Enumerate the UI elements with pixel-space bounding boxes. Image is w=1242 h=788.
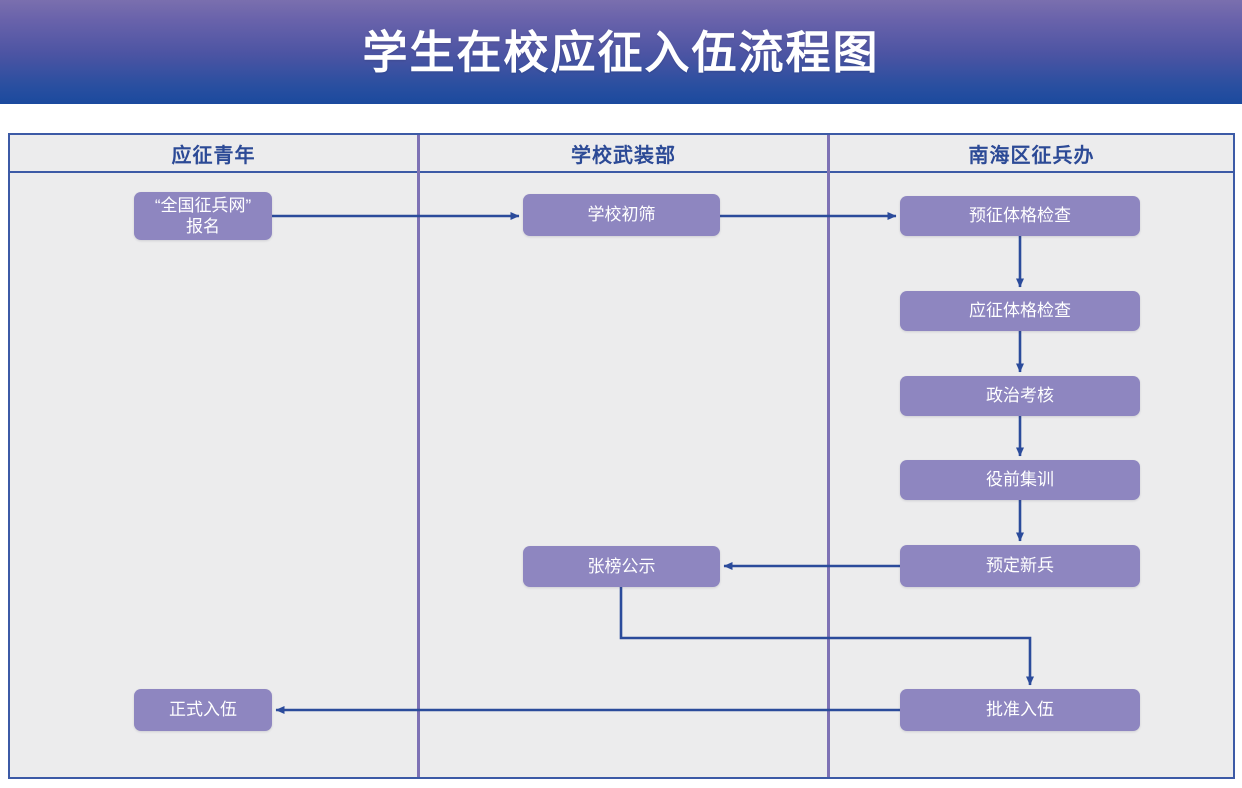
column-header-youth: 应征青年 — [171, 144, 256, 167]
node-recruit-label: 预定新兵 — [986, 556, 1054, 576]
node-political-review[interactable]: 政治考核 — [900, 376, 1140, 416]
node-register-line1: “全国征兵网” — [154, 195, 252, 215]
node-training-label: 役前集训 — [986, 470, 1054, 490]
node-pre-physical-exam[interactable]: 预征体格检查 — [900, 196, 1140, 236]
title-banner: 学生在校应征入伍流程图 — [0, 0, 1242, 104]
column-divider-2 — [827, 135, 830, 777]
node-designated-recruit[interactable]: 预定新兵 — [900, 545, 1140, 587]
node-register-line2: 报名 — [185, 217, 220, 236]
swimlane-header-row: 应征青年 学校武装部 南海区征兵办 — [10, 135, 1233, 173]
node-physical-exam[interactable]: 应征体格检查 — [900, 291, 1140, 331]
column-header-office: 南海区征兵办 — [968, 144, 1095, 167]
node-approve-label: 批准入伍 — [986, 700, 1054, 720]
node-screen-label: 学校初筛 — [587, 205, 656, 225]
node-prephys-label: 预征体格检查 — [969, 206, 1071, 226]
node-enlist-label: 正式入伍 — [169, 700, 237, 720]
node-public-announcement[interactable]: 张榜公示 — [523, 546, 720, 587]
node-publicity-label: 张榜公示 — [587, 556, 656, 576]
node-school-screening[interactable]: 学校初筛 — [523, 194, 720, 236]
column-header-school: 学校武装部 — [571, 144, 676, 167]
node-official-enlistment[interactable]: 正式入伍 — [134, 689, 272, 731]
node-approve-enlistment[interactable]: 批准入伍 — [900, 689, 1140, 731]
node-register[interactable]: “全国征兵网” 报名 — [134, 192, 272, 240]
node-pre-service-training[interactable]: 役前集训 — [900, 460, 1140, 500]
node-physical-label: 应征体格检查 — [969, 301, 1071, 321]
node-political-label: 政治考核 — [986, 386, 1054, 406]
column-divider-1 — [417, 135, 420, 777]
page-title: 学生在校应征入伍流程图 — [362, 26, 880, 78]
